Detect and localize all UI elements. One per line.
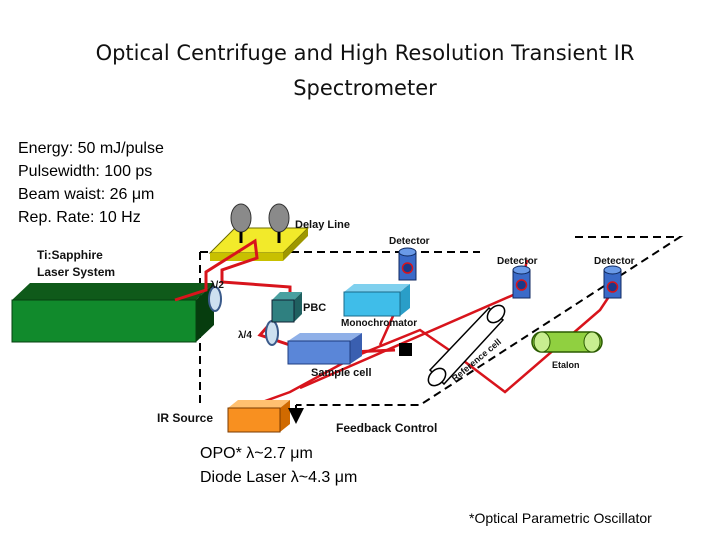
detector-3-label: Detector: [594, 256, 635, 267]
delay-line-label: Delay Line: [295, 219, 350, 231]
half-wave-label: λ/2: [210, 280, 224, 291]
beam-block: [399, 343, 412, 356]
etalon: [531, 331, 603, 353]
pbc-cube: [271, 292, 302, 323]
etalon-label: Etalon: [552, 360, 580, 370]
title-line-2: Spectrometer: [293, 76, 437, 100]
sample-cell-label: Sample cell: [311, 367, 372, 379]
detector-3: [603, 265, 622, 299]
ir-beam-path: [234, 291, 614, 414]
laser-label-1: Ti:Sapphire: [37, 248, 103, 262]
detector-1-label: Detector: [389, 236, 430, 247]
detector-1: [398, 247, 417, 281]
half-waveplate: [208, 286, 222, 312]
footnote: *Optical Parametric Oscillator: [469, 510, 652, 526]
laser-specs: Energy: 50 mJ/pulse Pulsewidth: 100 ps B…: [18, 137, 164, 229]
title-line-1: Optical Centrifuge and High Resolution T…: [95, 41, 635, 65]
reference-cell: [427, 304, 506, 387]
quarter-wave-label: λ/4: [238, 330, 252, 341]
laser-label-2: Laser System: [37, 265, 115, 279]
pbc-label: PBC: [303, 302, 326, 314]
ir-source-label: IR Source: [157, 411, 213, 425]
ir-source-box: [227, 400, 290, 433]
delay-line-stage: [208, 227, 310, 261]
laser-system-box: [11, 283, 214, 343]
monochromator-label: Monochromator: [341, 318, 417, 329]
page-title: Optical Centrifuge and High Resolution T…: [0, 36, 720, 106]
monochromator-box: [343, 284, 410, 317]
feedback-control-label: Feedback Control: [336, 421, 437, 435]
detector-2-label: Detector: [497, 256, 538, 267]
sample-cell-box: [287, 333, 362, 365]
delay-mirrors: [230, 203, 290, 243]
quarter-waveplate: [265, 320, 279, 346]
diode-laser-line: Diode Laser λ~4.3 μm: [200, 469, 358, 486]
spec-beam-waist: Beam waist: 26 μm: [18, 186, 155, 203]
opo-info: OPO* λ~2.7 μm Diode Laser λ~4.3 μm: [200, 442, 357, 490]
detector-2: [512, 265, 531, 299]
spec-pulsewidth: Pulsewidth: 100 ps: [18, 163, 153, 180]
spec-energy: Energy: 50 mJ/pulse: [18, 140, 164, 157]
spec-rep-rate: Rep. Rate: 10 Hz: [18, 209, 141, 226]
opo-line: OPO* λ~2.7 μm: [200, 445, 313, 462]
